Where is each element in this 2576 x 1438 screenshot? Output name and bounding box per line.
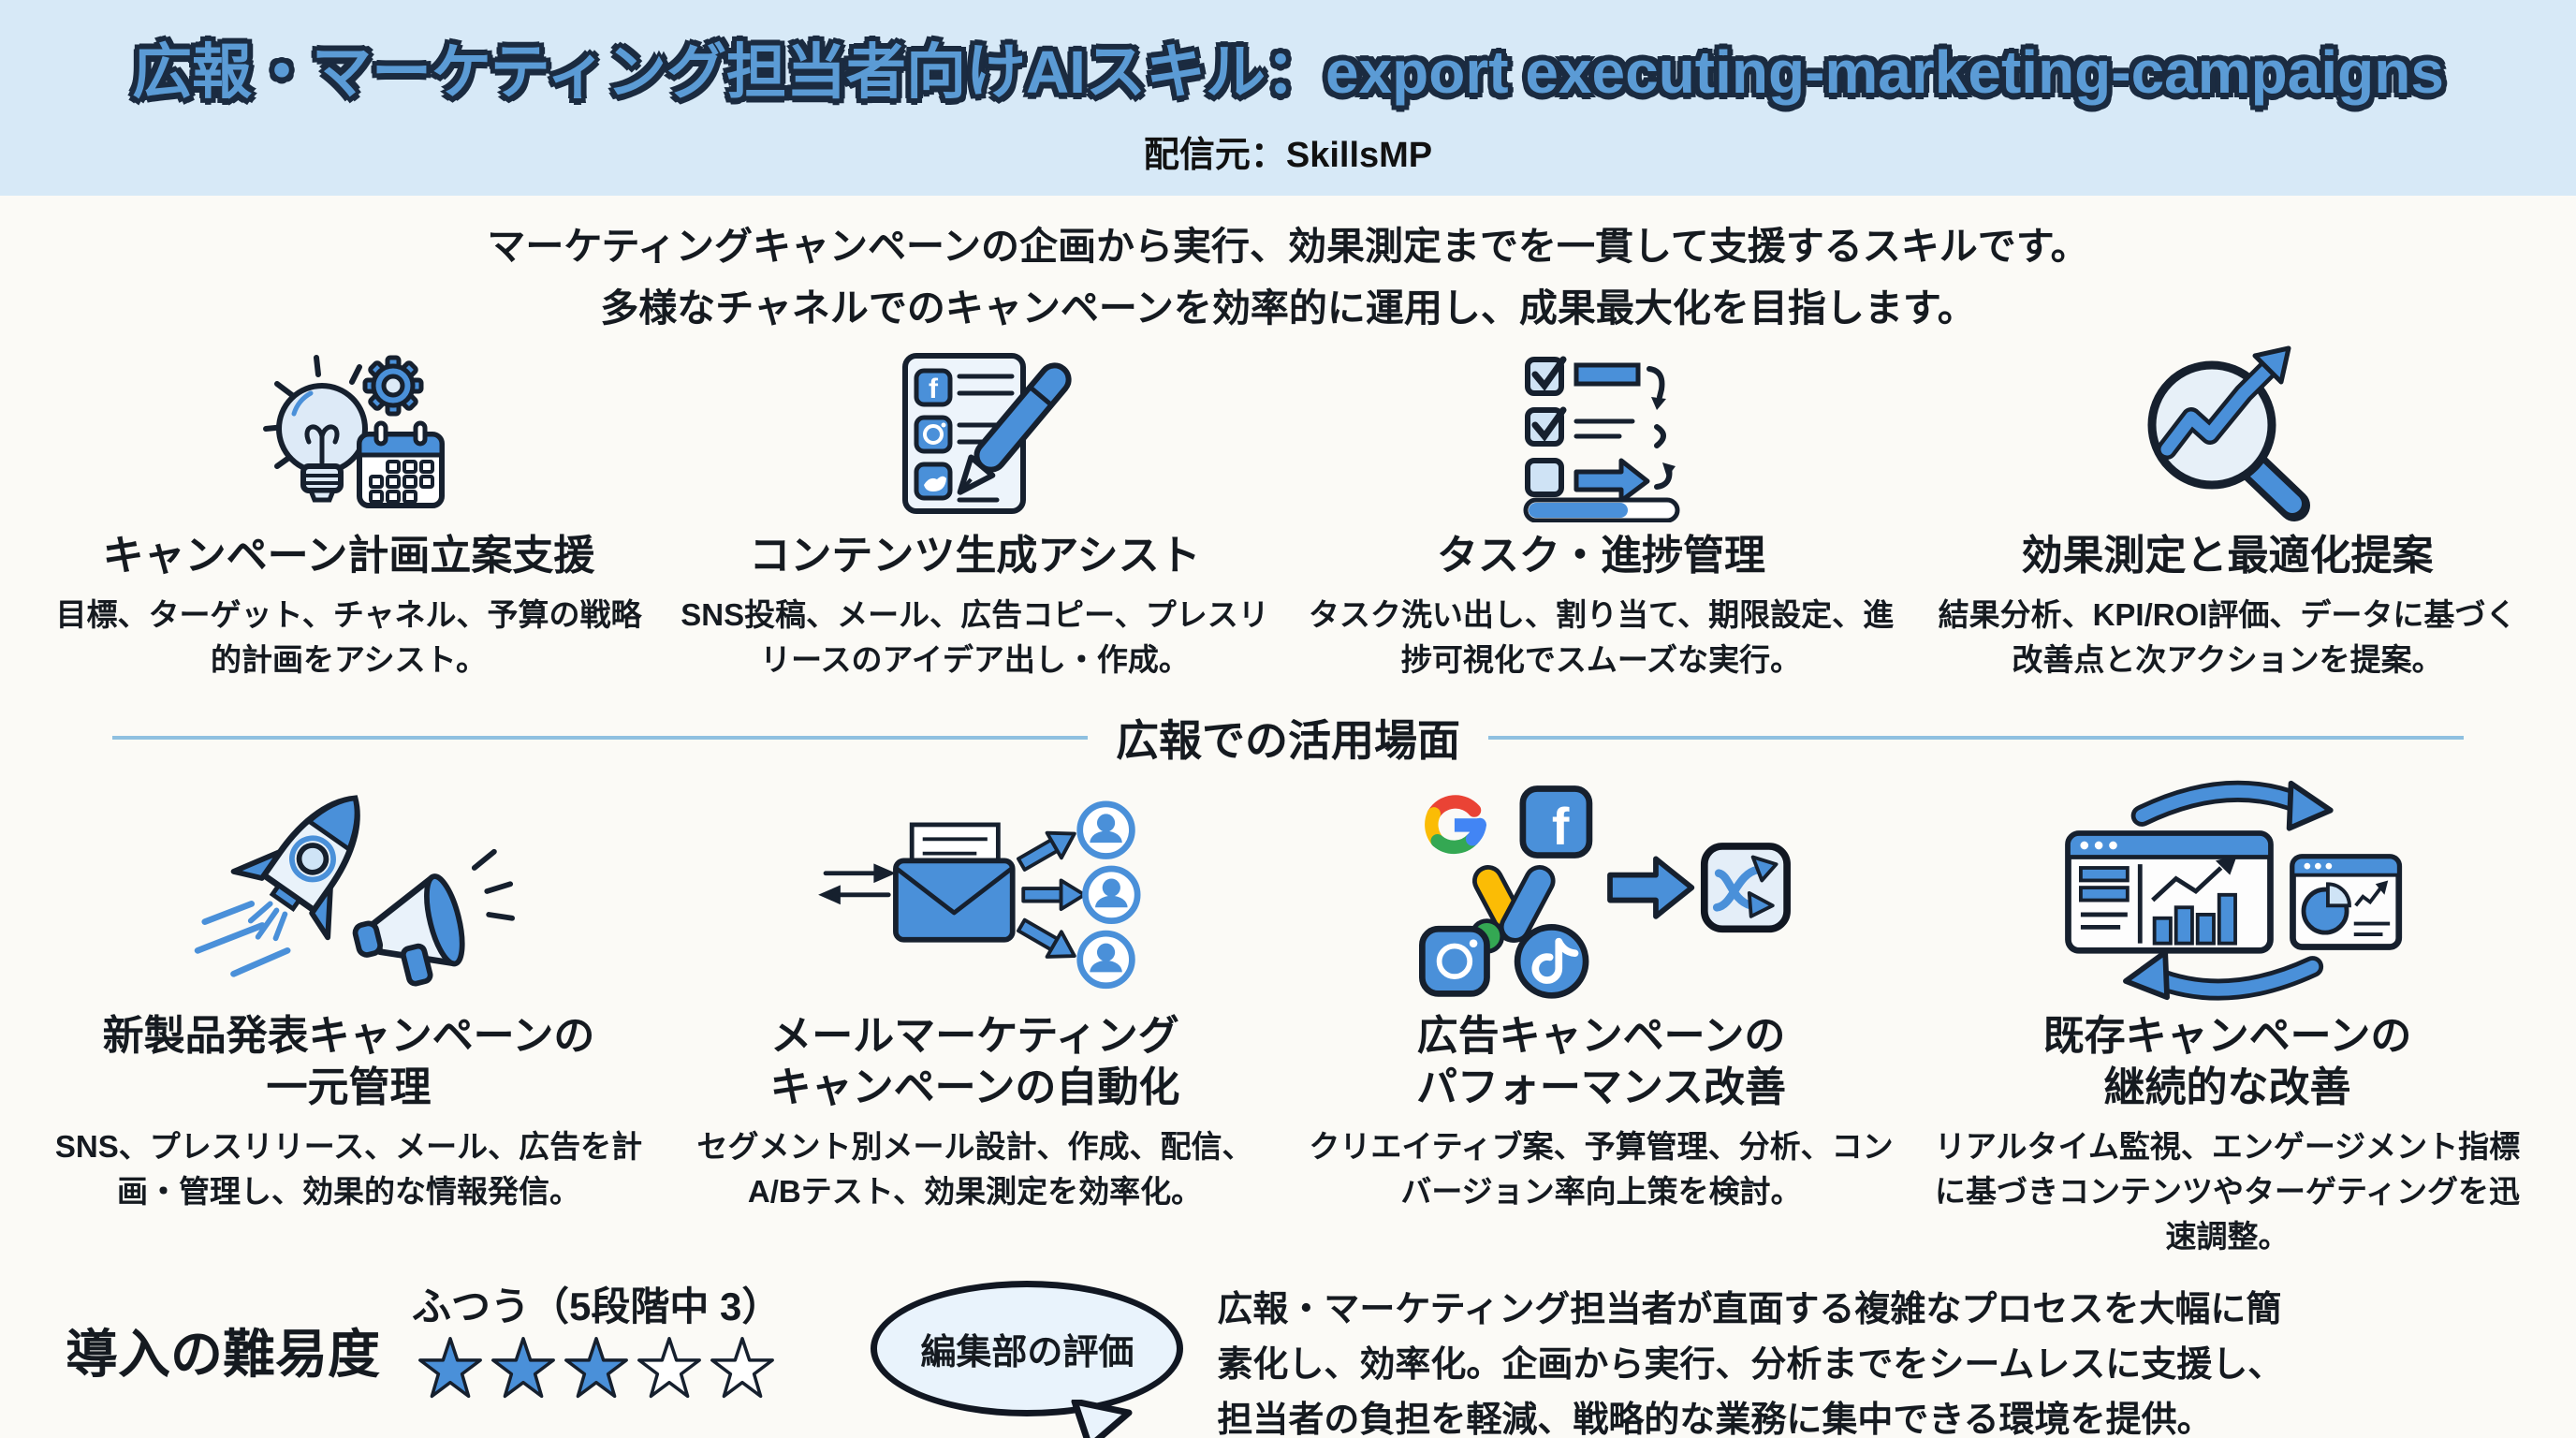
speech-bubble-tail (1071, 1400, 1133, 1438)
content-pen-document-icon: f (673, 345, 1277, 522)
feature-card-planning: キャンペーン計画立案支援 目標、ターゲット、チャネル、予算の戦略的計画をアシスト… (47, 345, 651, 682)
feature-title: コンテンツ生成アシスト (749, 533, 1201, 580)
usecase-card-email: メールマーケティング キャンペーンの自動化 セグメント別メール設計、作成、配信、… (673, 778, 1277, 1259)
usecase-title: メールマーケティング キャンペーンの自動化 (769, 1012, 1180, 1110)
usecase-description: リアルタイム監視、エンゲージメント指標に基づきコンテンツやターゲティングを迅速調… (1934, 1128, 2521, 1254)
intro-text: マーケティングキャンペーンの企画から実行、効果測定までを一貫して支援するスキルで… (0, 216, 2576, 339)
feature-description: SNS投稿、メール、広告コピー、プレスリリースのアイデア出し・作成。 (681, 597, 1269, 678)
feature-card-analytics: 効果測定と最適化提案 結果分析、KPI/ROI評価、データに基づく改善点と次アク… (1925, 345, 2529, 682)
usecase-card-ads: f (1299, 778, 1903, 1259)
star-filled-icon (564, 1337, 629, 1399)
star-filled-icon (418, 1337, 483, 1399)
usecase-card-launch: 新製品発表キャンペーンの 一元管理 SNS、プレスリリース、メール、広告を計画・… (47, 778, 651, 1259)
difficulty-rating: ふつう（5段階中 3） (412, 1275, 781, 1401)
intro-line-1: マーケティングキャンペーンの企画から実行、効果測定までを一貫して支援するスキルで… (487, 225, 2089, 268)
difficulty-stars (412, 1336, 781, 1401)
usecase-description: SNS、プレスリリース、メール、広告を計画・管理し、効果的な情報発信。 (54, 1128, 643, 1209)
feature-card-content: f コンテンツ生成ア (673, 345, 1277, 682)
feature-title: タスク・進捗管理 (1436, 533, 1766, 580)
feature-description: タスク洗い出し、割り当て、期限設定、進捗可視化でスムーズな実行。 (1308, 597, 1895, 678)
feature-card-tasks: タスク・進捗管理 タスク洗い出し、割り当て、期限設定、進捗可視化でスムーズな実行… (1299, 345, 1903, 682)
usecase-title: 既存キャンペーンの 継続的な改善 (2042, 1012, 2412, 1110)
ad-platforms-shuffle-icon: f (1299, 778, 1903, 1003)
lightbulb-gear-calendar-icon (47, 345, 651, 522)
use-cases-row: 新製品発表キャンペーンの 一元管理 SNS、プレスリリース、メール、広告を計画・… (0, 772, 2576, 1259)
feature-title: キャンペーン計画立案支援 (102, 533, 595, 580)
feature-description: 目標、ターゲット、チャネル、予算の戦略的計画をアシスト。 (55, 597, 642, 678)
svg-text:f: f (929, 374, 939, 404)
usecase-title: 新製品発表キャンペーンの 一元管理 (102, 1012, 595, 1110)
divider-line (1488, 735, 2464, 740)
usecase-description: クリエイティブ案、予算管理、分析、コンバージョン率向上策を検討。 (1309, 1128, 1894, 1209)
footer-row: 導入の難易度 ふつう（5段階中 3） 編集部の評価 広報・マーケティング担当者が… (0, 1258, 2576, 1438)
header: 広報・マーケティング担当者向けAIスキル：export executing-ma… (0, 0, 2576, 196)
magnifier-growth-arrow-icon (1925, 345, 2529, 522)
task-checklist-progress-icon (1299, 345, 1903, 523)
editor-review-text: 広報・マーケティング担当者が直面する複雑なプロセスを大幅に簡素化し、効率化。企画… (1217, 1290, 2284, 1438)
star-empty-icon (637, 1337, 702, 1399)
section-divider: 広報での活用場面 (0, 707, 2576, 769)
svg-text:f: f (1552, 798, 1570, 856)
rocket-megaphone-icon (47, 778, 651, 1003)
editor-review-badge-label: 編集部の評価 (871, 1281, 1184, 1417)
email-audience-icon (673, 778, 1277, 1003)
feature-title: 効果測定と最適化提案 (2021, 533, 2434, 580)
star-filled-icon (491, 1337, 556, 1399)
feature-description: 結果分析、KPI/ROI評価、データに基づく改善点と次アクションを提案。 (1938, 597, 2517, 678)
section-title: 広報での活用場面 (1116, 715, 1460, 765)
editor-review-badge: 編集部の評価 (871, 1281, 1184, 1438)
usecase-title: 広告キャンペーンの パフォーマンス改善 (1415, 1012, 1787, 1110)
difficulty-block: 導入の難易度 ふつう（5段階中 3） (66, 1275, 781, 1401)
intro-line-2: 多様なチャネルでのキャンペーンを効率的に運用し、成果最大化を目指します。 (600, 286, 1976, 330)
dashboard-refresh-icon (1925, 778, 2529, 1003)
usecase-card-improve: 既存キャンペーンの 継続的な改善 リアルタイム監視、エンゲージメント指標に基づき… (1925, 778, 2529, 1259)
star-empty-icon (710, 1337, 775, 1399)
source-label: 配信元：SkillsMP (1143, 136, 1433, 175)
page-title: 広報・マーケティング担当者向けAIスキル：export executing-ma… (132, 38, 2444, 106)
features-row: キャンペーン計画立案支援 目標、ターゲット、チャネル、予算の戦略的計画をアシスト… (0, 339, 2576, 682)
difficulty-label: 導入の難易度 (66, 1325, 380, 1385)
usecase-description: セグメント別メール設計、作成、配信、A/Bテスト、効果測定を効率化。 (696, 1128, 1253, 1209)
difficulty-level-text: ふつう（5段階中 3） (412, 1284, 782, 1329)
divider-line (112, 735, 1088, 740)
